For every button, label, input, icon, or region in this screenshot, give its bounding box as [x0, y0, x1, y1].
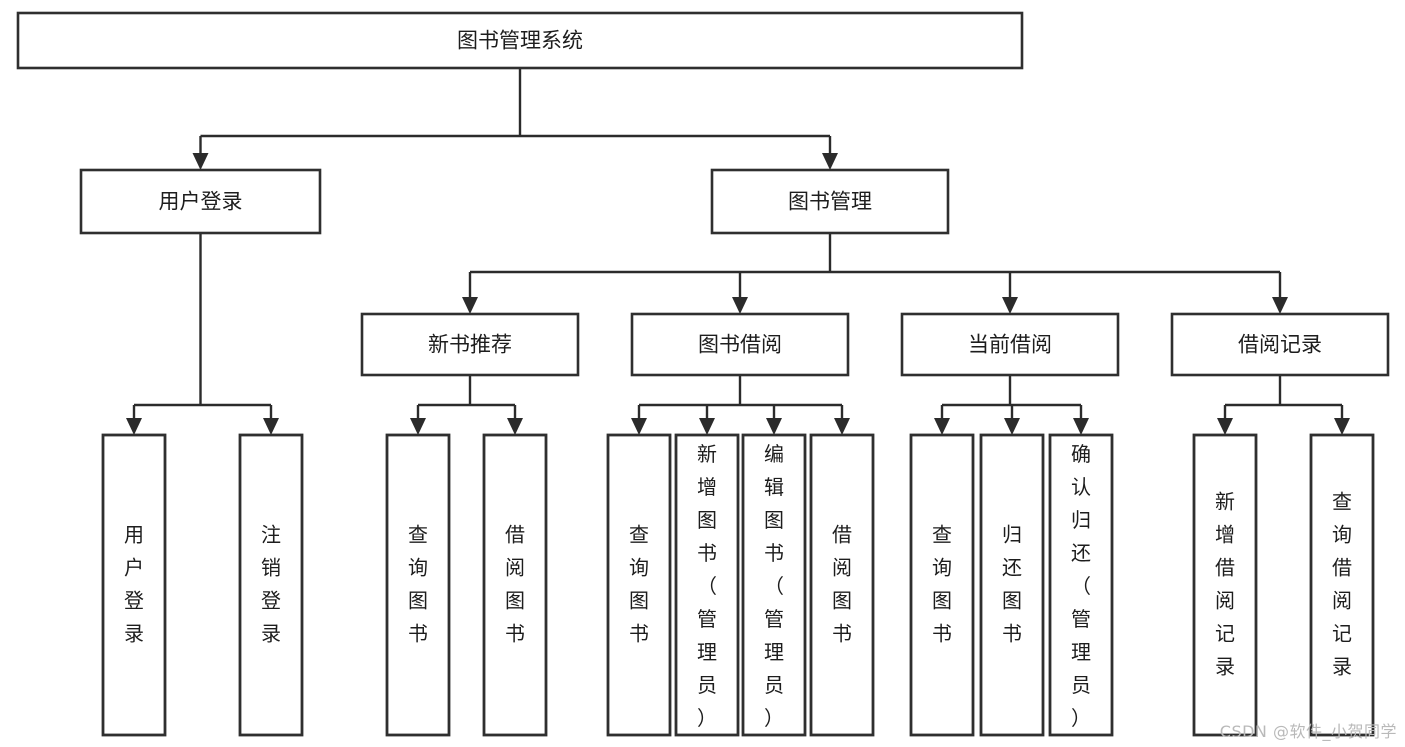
- arrowhead-book-borrow: [732, 297, 748, 314]
- node-leaf-edit-book-label: 编辑图书（管理员）: [764, 442, 784, 730]
- node-leaf-query-book-3-rect: [909, 433, 975, 737]
- node-leaf-return-book[interactable]: 归还图书: [979, 433, 1045, 737]
- node-new-book-recommend[interactable]: 新书推荐: [360, 312, 580, 377]
- arrowhead-new-book-recommend: [462, 297, 478, 314]
- node-book-manage[interactable]: 图书管理: [710, 168, 950, 235]
- node-leaf-add-record[interactable]: 新增借阅记录: [1192, 433, 1258, 737]
- arrowhead-book-manage: [822, 153, 838, 170]
- node-leaf-user-login-label: 用户登录: [124, 522, 144, 645]
- arrowhead-leaf-user-logout: [263, 418, 279, 435]
- node-leaf-query-book-1-rect: [385, 433, 451, 737]
- node-leaf-borrow-book-2-label: 借阅图书: [832, 522, 852, 645]
- node-leaf-borrow-book-1-rect: [482, 433, 548, 737]
- node-leaf-query-record-label: 查询借阅记录: [1332, 489, 1352, 678]
- arrowhead-leaf-query-book-3: [934, 418, 950, 435]
- nodes-layer: 图书管理系统用户登录图书管理新书推荐图书借阅当前借阅借阅记录用户登录注销登录查询…: [16, 11, 1390, 737]
- node-leaf-query-book-2-rect: [606, 433, 672, 737]
- node-leaf-add-book-label: 新增图书（管理员）: [697, 442, 717, 730]
- node-new-book-recommend-rect: [360, 312, 580, 377]
- arrowhead-current-borrow: [1002, 297, 1018, 314]
- node-leaf-query-book-1[interactable]: 查询图书: [385, 433, 451, 737]
- node-borrow-record-rect: [1170, 312, 1390, 377]
- connectors-layer: [126, 68, 1350, 435]
- node-leaf-query-book-2[interactable]: 查询图书: [606, 433, 672, 737]
- node-leaf-query-record-rect: [1309, 433, 1375, 737]
- node-leaf-return-book-rect: [979, 433, 1045, 737]
- arrowhead-leaf-borrow-book-2: [834, 418, 850, 435]
- node-leaf-edit-book-rect: [741, 433, 807, 737]
- node-book-borrow-rect: [630, 312, 850, 377]
- arrowhead-leaf-borrow-book-1: [507, 418, 523, 435]
- arrowhead-leaf-add-record: [1217, 418, 1233, 435]
- node-leaf-add-book[interactable]: 新增图书（管理员）: [674, 433, 740, 737]
- node-leaf-query-record[interactable]: 查询借阅记录: [1309, 433, 1375, 737]
- node-leaf-query-book-3[interactable]: 查询图书: [909, 433, 975, 737]
- node-leaf-confirm-return-label: 确认归还（管理员）: [1071, 442, 1091, 730]
- arrowhead-user-login: [192, 153, 209, 170]
- node-leaf-add-book-rect: [674, 433, 740, 737]
- arrowhead-borrow-record: [1272, 297, 1288, 314]
- node-user-login-rect: [79, 168, 322, 235]
- node-leaf-borrow-book-2[interactable]: 借阅图书: [809, 433, 875, 737]
- node-leaf-confirm-return[interactable]: 确认归还（管理员）: [1048, 433, 1114, 737]
- node-root-system-label: 图书管理系统: [457, 29, 583, 53]
- node-leaf-add-record-rect: [1192, 433, 1258, 737]
- node-leaf-user-login[interactable]: 用户登录: [101, 433, 167, 737]
- node-root-system-rect: [16, 11, 1024, 70]
- node-user-login[interactable]: 用户登录: [79, 168, 322, 235]
- node-borrow-record-label: 借阅记录: [1238, 333, 1322, 357]
- arrowhead-leaf-query-record: [1334, 418, 1350, 435]
- node-new-book-recommend-label: 新书推荐: [428, 333, 512, 357]
- node-book-manage-label: 图书管理: [788, 190, 872, 214]
- node-root-system[interactable]: 图书管理系统: [16, 11, 1024, 70]
- arrowhead-leaf-edit-book: [766, 418, 782, 435]
- arrowhead-leaf-confirm-return: [1073, 418, 1089, 435]
- node-current-borrow[interactable]: 当前借阅: [900, 312, 1120, 377]
- node-book-manage-rect: [710, 168, 950, 235]
- arrowhead-leaf-query-book-2: [631, 418, 647, 435]
- node-leaf-query-book-2-label: 查询图书: [629, 522, 649, 645]
- arrowhead-leaf-query-book-1: [410, 418, 426, 435]
- node-user-login-label: 用户登录: [159, 190, 243, 214]
- node-leaf-user-logout-rect: [238, 433, 304, 737]
- arrowhead-leaf-return-book: [1004, 418, 1020, 435]
- node-leaf-user-logout-label: 注销登录: [261, 522, 281, 645]
- arrowhead-leaf-user-login: [126, 418, 142, 435]
- node-leaf-borrow-book-2-rect: [809, 433, 875, 737]
- node-book-borrow[interactable]: 图书借阅: [630, 312, 850, 377]
- node-leaf-borrow-book-1-label: 借阅图书: [505, 522, 525, 645]
- node-leaf-add-record-label: 新增借阅记录: [1215, 489, 1235, 678]
- node-leaf-user-logout[interactable]: 注销登录: [238, 433, 304, 737]
- arrowhead-leaf-add-book: [699, 418, 715, 435]
- node-leaf-query-book-1-label: 查询图书: [408, 522, 428, 645]
- node-leaf-confirm-return-rect: [1048, 433, 1114, 737]
- node-leaf-edit-book[interactable]: 编辑图书（管理员）: [741, 433, 807, 737]
- node-leaf-user-login-rect: [101, 433, 167, 737]
- node-borrow-record[interactable]: 借阅记录: [1170, 312, 1390, 377]
- node-book-borrow-label: 图书借阅: [698, 333, 782, 357]
- node-leaf-borrow-book-1[interactable]: 借阅图书: [482, 433, 548, 737]
- node-leaf-return-book-label: 归还图书: [1002, 522, 1022, 645]
- node-current-borrow-label: 当前借阅: [968, 333, 1052, 357]
- node-leaf-query-book-3-label: 查询图书: [932, 522, 952, 645]
- node-current-borrow-rect: [900, 312, 1120, 377]
